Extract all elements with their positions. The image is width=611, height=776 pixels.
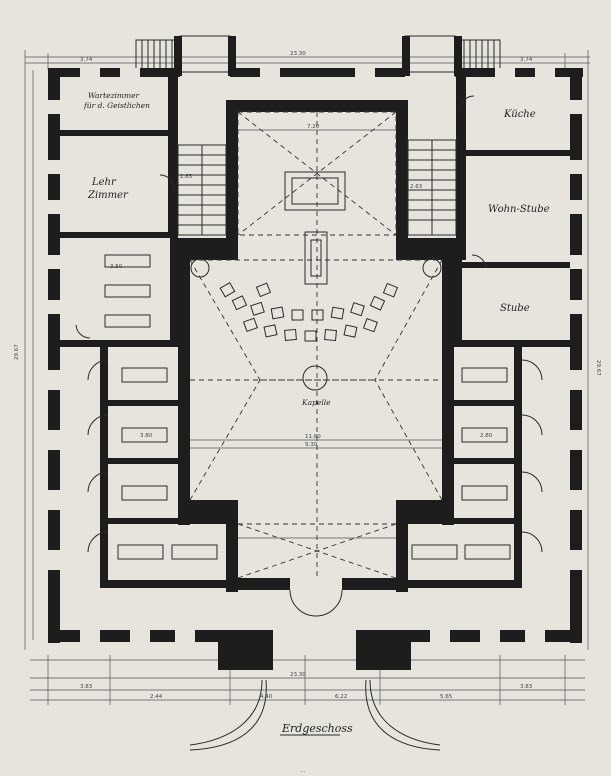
dim-left-overall: 29.67 [14, 344, 20, 360]
footer-text: ... [300, 768, 305, 774]
dim-cell-a: 3.50 [110, 264, 123, 270]
label-office-sub: Zimmer [87, 190, 129, 201]
dim-bottom-left: 3.83 [80, 684, 93, 690]
dim-chapel-top: 7.20 [307, 124, 320, 130]
outer-walls [48, 36, 583, 670]
label-small-room: Stube [500, 303, 530, 314]
staircase-right [407, 139, 457, 236]
dim-stair-right: 2.63 [410, 184, 423, 190]
label-office: Lehr [91, 177, 117, 188]
label-chapel: Kapelle [301, 398, 331, 407]
dim-chapel-inner: 9.30 [305, 442, 318, 448]
dim-seg-a: 2.44 [150, 694, 163, 700]
chapel-walls [170, 100, 466, 592]
entrance-stairs [189, 679, 441, 751]
dim-right-overall: 29.67 [595, 360, 601, 376]
dim-top-right: 3.74 [520, 57, 533, 63]
dim-chapel-width: 11.80 [305, 434, 321, 440]
label-pastor-room: Wartezimmer [88, 91, 140, 100]
cell-furniture [104, 254, 511, 560]
dim-seg-d: 5.65 [440, 694, 453, 700]
dim-cell-c: 2.80 [480, 433, 493, 439]
label-kitchen: Küche [503, 109, 536, 120]
altar [284, 171, 346, 285]
front-steps [135, 35, 501, 73]
dim-top-left: 3.74 [80, 57, 93, 63]
plan-caption: Erdgeschoss [281, 722, 353, 735]
door-swings [75, 95, 543, 617]
dim-seg-c: 6.22 [335, 694, 347, 700]
label-pastor-room-sub: für d. Geistlichen [83, 101, 150, 110]
vault-lines [189, 111, 443, 579]
dim-seg-b: 4.40 [260, 694, 273, 700]
left-wing-walls [60, 68, 232, 588]
dim-bottom-right: 3.83 [520, 684, 533, 690]
staircase-left [177, 144, 227, 236]
dim-stair-left: 2.63 [180, 174, 193, 180]
dim-top-overall: 23.30 [290, 51, 306, 57]
right-wing-walls [400, 68, 570, 588]
dim-bottom-overall: 23.30 [290, 672, 306, 678]
seating-arc [219, 281, 399, 342]
dim-cell-b: 3.80 [140, 433, 153, 439]
label-living-room: Wohn-Stube [488, 204, 550, 215]
